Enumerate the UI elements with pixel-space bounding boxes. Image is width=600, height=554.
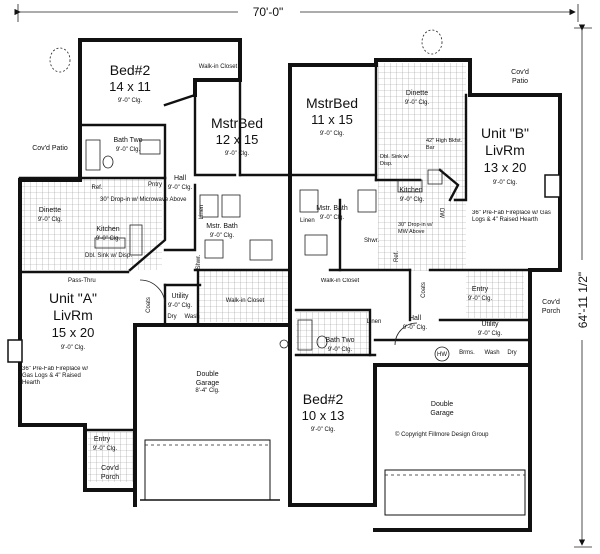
a-livrm-clg: 9'-0" Clg. <box>61 345 86 351</box>
a-linen: Linen <box>199 205 205 220</box>
unit-a-labels: Bed#2 14 x 11 9'-0" Clg. Walk-in Closet … <box>22 62 265 481</box>
b-kitchen-name: Kitchen <box>399 187 422 194</box>
b-ref: Ref. <box>394 251 400 262</box>
a-garage-label: Double Garage 8'-4" Clg. <box>195 371 219 394</box>
a-fireplace-note: 36" Pre-Fab Fireplace w/ Gas Logs & 4" R… <box>22 366 88 386</box>
b-mstrbed-clg: 9'-0" Clg. <box>320 131 345 137</box>
b-livrm-clg: 9'-0" Clg. <box>493 180 518 186</box>
b-dinette-name: Dinette <box>406 90 428 97</box>
a-pntry: Pntry <box>148 182 162 188</box>
a-utility-clg: 9'-0" Clg. <box>168 303 193 309</box>
a-covd-patio: Cov'd Patio <box>32 145 68 152</box>
a-kitchen-clg: 9'-0" Clg. <box>96 236 121 242</box>
b-mstrbed-name: MstrBed <box>306 95 358 111</box>
b-livrm-name: LivRm <box>485 142 525 158</box>
a-utility-name: Utility <box>171 293 189 300</box>
b-microwave: 30" Drop-in w/ MW Above <box>398 222 433 235</box>
width-label: 70'-0" <box>253 5 284 19</box>
a-entry-name: Entry <box>94 436 111 443</box>
b-garage-label: Double Garage <box>430 401 453 417</box>
a-mstr-bath-clg: 9'-0" Clg. <box>210 233 235 239</box>
depth-dimension: 64'-11 1/2" <box>574 24 592 548</box>
b-kitchen-clg: 9'-0" Clg. <box>400 197 425 203</box>
b-bath-two-name: Bath Two <box>325 337 354 344</box>
b-bar: 42" High Bkfst. Bar <box>426 138 462 151</box>
b-entry-clg: 9'-0" Clg. <box>468 296 493 302</box>
b-shwr: Shwr. <box>364 238 379 244</box>
b-hall-clg: 9'-0" Clg. <box>403 325 428 331</box>
interior-walls <box>18 58 532 432</box>
tile-floors <box>22 63 524 482</box>
a-mstrbed-clg: 9'-0" Clg. <box>225 151 250 157</box>
a-livrm-size: 15 x 20 <box>52 325 95 340</box>
b-utility-name: Utility <box>481 321 499 328</box>
b-fireplace-note: 36" Pre-Fab Fireplace w/ Gas Logs & 4" R… <box>472 210 551 223</box>
b-bed2-clg: 9'-0" Clg. <box>311 427 336 433</box>
a-microwave: 30" Drop-in w/ Microwave Above <box>100 197 187 203</box>
garage-b <box>373 363 532 532</box>
b-mstr-bath-clg: 9'-0" Clg. <box>320 215 345 221</box>
a-bed2-name: Bed#2 <box>110 62 151 78</box>
a-coats: Coats <box>146 297 152 313</box>
b-entry-name: Entry <box>472 286 489 293</box>
b-sink: Dbl. Sink w/ Disp. <box>380 154 409 167</box>
a-wash: Wash <box>184 314 199 320</box>
a-hall-name: Hall <box>174 175 187 182</box>
a-bath-two-name: Bath Two <box>113 137 142 144</box>
b-mstr-bath-name: Mstr. Bath <box>316 205 348 212</box>
a-hall-clg: 9'-0" Clg. <box>168 185 193 191</box>
a-walkin-closet: Walk-in Closet <box>226 298 265 304</box>
b-coats: Coats <box>421 282 427 298</box>
b-dinette-clg: 9'-0" Clg. <box>405 100 430 106</box>
a-entry-clg: 9'-0" Clg. <box>93 446 118 452</box>
b-covd-porch: Cov'd Porch <box>542 299 560 315</box>
a-walkin-top: Walk-in Closet <box>199 64 238 70</box>
a-kitchen-name: Kitchen <box>96 226 119 233</box>
width-dimension: 70'-0" <box>14 4 579 22</box>
garage-a <box>140 439 280 501</box>
a-sink: Dbl. Sink w/ Disp. <box>85 253 132 259</box>
b-hall-name: Hall <box>409 315 422 322</box>
a-bath-two-clg: 9'-0" Clg. <box>116 147 141 153</box>
b-walkin-closet: Walk-in Closet <box>321 278 359 284</box>
depth-label: 64'-11 1/2" <box>576 272 590 328</box>
b-linen-2: Linen <box>367 319 382 325</box>
b-bath-two-clg: 9'-0" Clg. <box>328 347 353 353</box>
copyright-note: © Copyright Fillmore Design Group <box>395 431 489 438</box>
a-shwr: Shwr. <box>196 254 202 269</box>
a-bed2-clg: 9'-0" Clg. <box>118 98 143 104</box>
b-bed2-name: Bed#2 <box>303 391 344 407</box>
a-dinette-clg: 9'-0" Clg. <box>38 217 63 223</box>
b-mstrbed-size: 11 x 15 <box>311 112 353 127</box>
a-livrm-name: LivRm <box>53 307 93 323</box>
b-dry: Dry <box>507 350 516 356</box>
b-hw: HW <box>437 352 447 358</box>
a-mstrbed-name: MstrBed <box>211 115 263 131</box>
b-covd-patio: Cov'd Patio <box>511 69 529 85</box>
a-mstr-bath-name: Mstr. Bath <box>206 223 238 230</box>
b-bed2-size: 10 x 13 <box>302 408 345 423</box>
a-title: Unit "A" <box>49 290 97 306</box>
b-brms: Brms. <box>459 350 475 356</box>
b-dw: DW <box>438 208 444 218</box>
a-covd-porch: Cov'd Porch <box>101 465 119 481</box>
b-livrm-size: 13 x 20 <box>484 160 527 175</box>
b-linen: Linen <box>300 218 315 224</box>
fixtures <box>7 29 561 363</box>
a-ref: Ref. <box>91 185 102 191</box>
b-title: Unit "B" <box>481 125 529 141</box>
a-pass-thru: Pass-Thru <box>68 278 96 284</box>
a-bed2-size: 14 x 11 <box>109 79 151 94</box>
a-mstrbed-size: 12 x 15 <box>216 132 259 147</box>
a-dinette-name: Dinette <box>39 207 61 214</box>
unit-b-labels: MstrBed 11 x 15 9'-0" Clg. Dinette 9'-0"… <box>300 69 560 438</box>
b-utility-clg: 9'-0" Clg. <box>478 331 503 337</box>
a-dry: Dry <box>167 314 176 320</box>
b-wash: Wash <box>484 350 499 356</box>
